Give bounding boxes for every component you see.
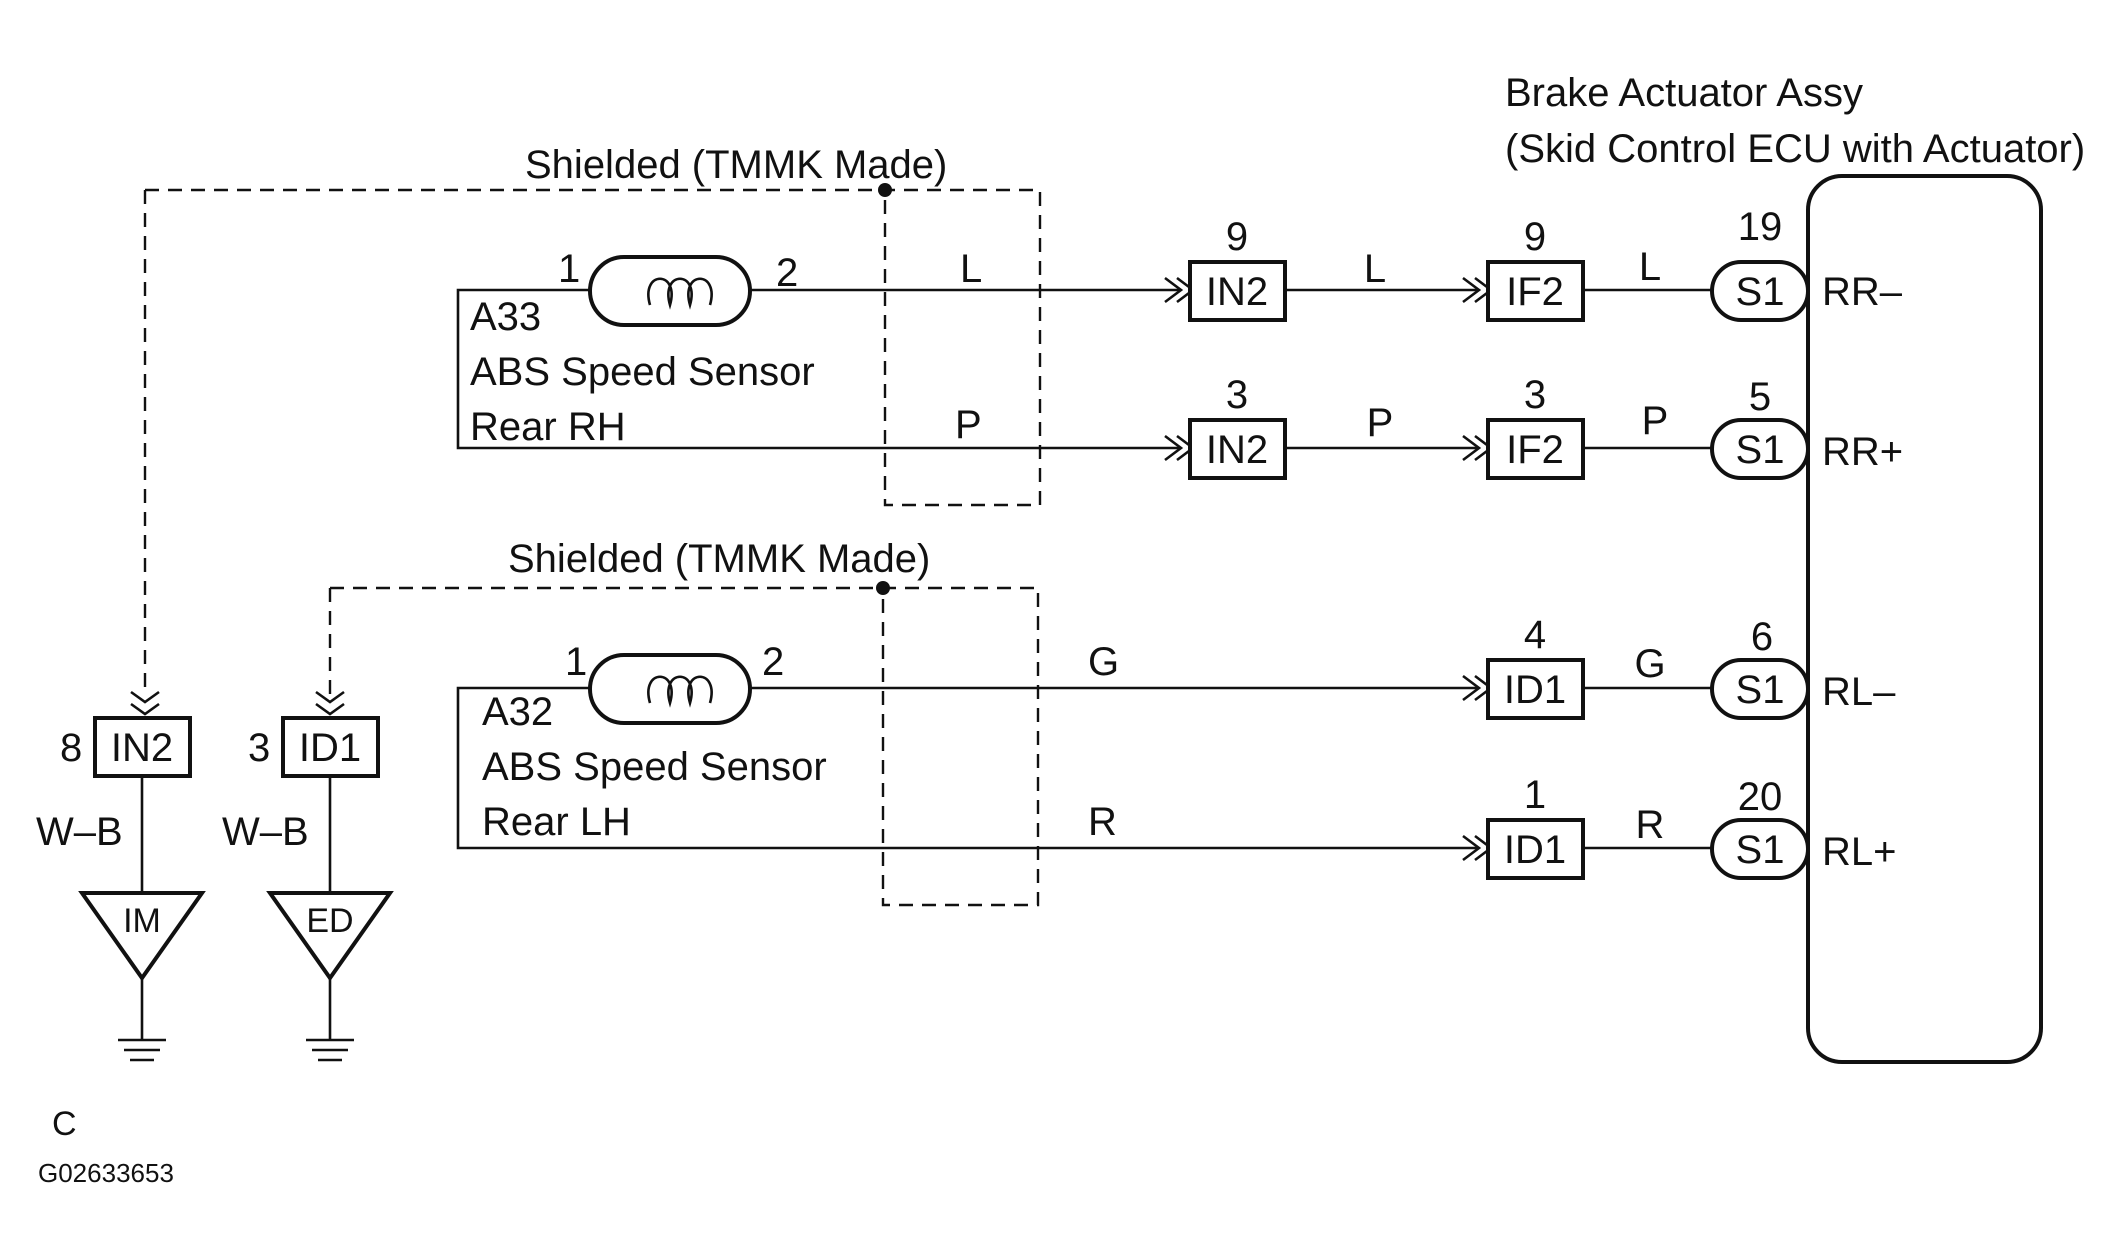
connector-pin: 1 bbox=[1524, 773, 1546, 817]
sensor-rear-rh: 1 2 A33 ABS Speed Sensor Rear RH bbox=[456, 247, 1180, 450]
wire-color-label: G bbox=[1634, 642, 1665, 686]
circuit-rr-minus: L IN2 9 L IF2 9 L S1 19 RR– bbox=[960, 205, 1903, 322]
sensor-lh-code: A32 bbox=[482, 690, 553, 734]
circuit-rl-minus: G ID1 4 G S1 6 RL– bbox=[1088, 613, 1896, 720]
ground-point-triangle-icon bbox=[266, 891, 394, 982]
sensor-rh-pin-left: 1 bbox=[558, 247, 580, 291]
coil-icon bbox=[647, 277, 713, 310]
connector-label: IN2 bbox=[1206, 270, 1268, 314]
sensor-lh-loop-wire bbox=[456, 686, 1478, 850]
shield-lower-label: Shielded (TMMK Made) bbox=[508, 537, 930, 581]
shield-lower-junction bbox=[876, 581, 890, 595]
wire-color-label: G bbox=[1088, 640, 1119, 684]
shield-lower: Shielded (TMMK Made) bbox=[328, 537, 1040, 907]
wire-color-label: L bbox=[1364, 247, 1386, 291]
ecu-connector-s1 bbox=[1710, 260, 1810, 322]
shield-drain-arrow-icon bbox=[315, 690, 345, 716]
ecu-connector-label: S1 bbox=[1736, 428, 1785, 472]
earth-ground-icon bbox=[118, 1038, 166, 1062]
wire-color-label: R bbox=[1636, 803, 1665, 847]
shield-upper-label: Shielded (TMMK Made) bbox=[525, 143, 947, 187]
wire-color-label: P bbox=[1367, 401, 1394, 445]
sensor-rh-coil-body bbox=[588, 255, 752, 327]
ecu-title-line2: (Skid Control ECU with Actuator) bbox=[1505, 127, 2085, 171]
connector-id1 bbox=[1486, 818, 1585, 880]
ecu-terminal: RL– bbox=[1822, 670, 1896, 714]
ecu-terminal: RL+ bbox=[1822, 830, 1897, 874]
ground-wire-color: W–B bbox=[36, 810, 123, 854]
figure-id: G02633653 bbox=[38, 1158, 174, 1188]
ecu-title-line1: Brake Actuator Assy bbox=[1505, 71, 1863, 115]
wire-color-label: P bbox=[955, 403, 982, 447]
ecu-pin: 5 bbox=[1749, 375, 1771, 419]
shield-upper-outline bbox=[145, 188, 1042, 507]
sensor-rh-pin-right: 2 bbox=[776, 251, 798, 295]
ecu-terminal: RR+ bbox=[1822, 430, 1903, 474]
sensor-lh-name: ABS Speed Sensor bbox=[482, 745, 827, 789]
ground-connector-pin: 3 bbox=[248, 726, 270, 770]
ecu-connector-label: S1 bbox=[1736, 668, 1785, 712]
ecu-pin: 19 bbox=[1738, 205, 1783, 249]
shield-drain-arrow-icon bbox=[130, 690, 160, 716]
connector-label: ID1 bbox=[1504, 668, 1566, 712]
ground-point-label: IM bbox=[123, 902, 161, 940]
sensor-rh-name: ABS Speed Sensor bbox=[470, 350, 815, 394]
connector-pin: 9 bbox=[1524, 215, 1546, 259]
ecu-body bbox=[1806, 174, 2043, 1064]
connector-pin: 3 bbox=[1524, 373, 1546, 417]
wire-color-label: R bbox=[1088, 800, 1117, 844]
connector-label: IF2 bbox=[1506, 428, 1564, 472]
sensor-rh-code: A33 bbox=[470, 295, 541, 339]
brake-actuator-ecu: Brake Actuator Assy (Skid Control ECU wi… bbox=[1505, 71, 2085, 1064]
ground-point-label: ED bbox=[306, 902, 353, 940]
section-marker: C bbox=[52, 1105, 77, 1143]
connector-label: IF2 bbox=[1506, 270, 1564, 314]
ground-im: IN2 8 W–B IM bbox=[36, 690, 206, 1062]
ground-wire-color: W–B bbox=[222, 810, 309, 854]
ecu-connector-s1 bbox=[1710, 658, 1810, 720]
ground-ed: ID1 3 W–B ED bbox=[222, 690, 394, 1062]
sensor-lh-pin-left: 1 bbox=[565, 640, 587, 684]
connector-pin: 3 bbox=[1226, 373, 1248, 417]
ground-point-triangle-icon bbox=[78, 891, 206, 982]
circuit-rr-plus: P IN2 3 P IF2 3 P S1 5 RR+ bbox=[955, 373, 1903, 480]
ecu-pin: 20 bbox=[1738, 775, 1783, 819]
connector-in2 bbox=[1188, 260, 1287, 322]
ecu-terminal: RR– bbox=[1822, 270, 1903, 314]
wire-color-label: P bbox=[1642, 399, 1669, 443]
earth-ground-icon bbox=[306, 1038, 354, 1062]
connector-id1 bbox=[1486, 658, 1585, 720]
shield-upper-junction bbox=[878, 183, 892, 197]
shield-lower-outline bbox=[330, 586, 1040, 907]
circuit-rl-plus: R ID1 1 R S1 20 RL+ bbox=[1088, 773, 1897, 880]
connector-pin: 4 bbox=[1524, 613, 1546, 657]
connector-label: IN2 bbox=[1206, 428, 1268, 472]
ecu-connector-label: S1 bbox=[1736, 828, 1785, 872]
connector-if2 bbox=[1486, 260, 1585, 322]
ecu-connector-s1 bbox=[1710, 818, 1810, 880]
ecu-connector-s1 bbox=[1710, 418, 1810, 480]
sensor-rh-location: Rear RH bbox=[470, 405, 626, 449]
ground-connector-pin: 8 bbox=[60, 726, 82, 770]
ecu-connector-label: S1 bbox=[1736, 270, 1785, 314]
connector-in2 bbox=[1188, 418, 1287, 480]
ecu-pin: 6 bbox=[1751, 615, 1773, 659]
wire-color-label: L bbox=[960, 247, 982, 291]
sensor-lh-pin-right: 2 bbox=[762, 640, 784, 684]
sensor-rear-lh: 1 2 A32 ABS Speed Sensor Rear LH bbox=[456, 640, 1478, 850]
sensor-lh-coil-body bbox=[588, 653, 752, 725]
ground-connector-in2 bbox=[93, 716, 192, 778]
coil-icon bbox=[647, 675, 713, 708]
connector-if2 bbox=[1486, 418, 1585, 480]
ground-connector-label: ID1 bbox=[299, 726, 361, 770]
ground-connector-label: IN2 bbox=[111, 726, 173, 770]
sensor-rh-loop-wire bbox=[456, 288, 1180, 450]
ground-connector-id1 bbox=[281, 716, 380, 778]
connector-pin: 9 bbox=[1226, 215, 1248, 259]
sensor-lh-location: Rear LH bbox=[482, 800, 631, 844]
shield-upper: Shielded (TMMK Made) bbox=[143, 143, 1042, 695]
connector-label: ID1 bbox=[1504, 828, 1566, 872]
wire-color-label: L bbox=[1639, 245, 1661, 289]
